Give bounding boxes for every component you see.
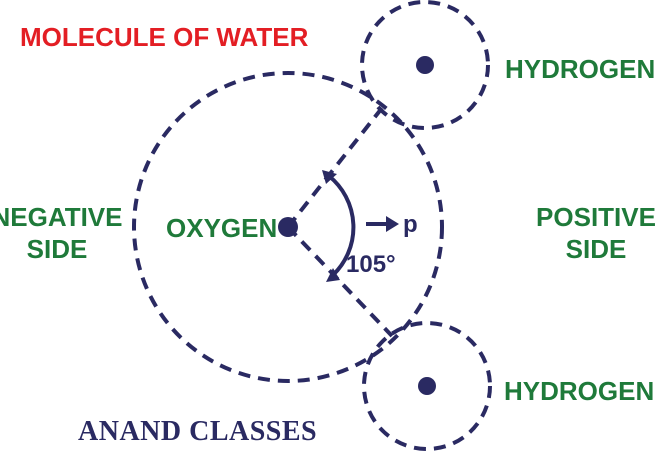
negative-side-label-line2: SIDE	[27, 234, 88, 264]
hydrogen-top-circle	[360, 0, 490, 130]
hydrogen-top-label: HYDROGEN	[505, 54, 655, 84]
bond-top-line	[286, 106, 384, 229]
angle-arc-arrowhead-bottom	[326, 268, 340, 282]
hydrogen-bottom-nucleus	[418, 377, 436, 395]
hydrogen-bottom-circle	[362, 321, 492, 451]
positive-side-label-line1: POSITIVE	[536, 202, 656, 232]
angle-arc-arrowhead-top	[322, 170, 337, 184]
oxygen-circle	[132, 71, 444, 383]
oxygen-label: OXYGEN	[166, 213, 277, 243]
positive-side-label-line2: SIDE	[566, 234, 627, 264]
brand-label: ANAND CLASSES	[78, 416, 317, 447]
bond-bottom-line	[286, 225, 394, 338]
hydrogen-top-nucleus	[416, 56, 434, 74]
angle-arc	[327, 174, 356, 277]
dipole-label: p	[403, 211, 418, 238]
arrow-right-icon-head	[386, 216, 399, 232]
hydrogen-bottom-label: HYDROGEN	[504, 376, 654, 406]
diagram-title: MOLECULE OF WATER	[20, 22, 309, 52]
oxygen-nucleus	[278, 217, 298, 237]
negative-side-label-line1: NEGATIVE	[0, 202, 122, 232]
angle-label: 105°	[346, 251, 396, 278]
